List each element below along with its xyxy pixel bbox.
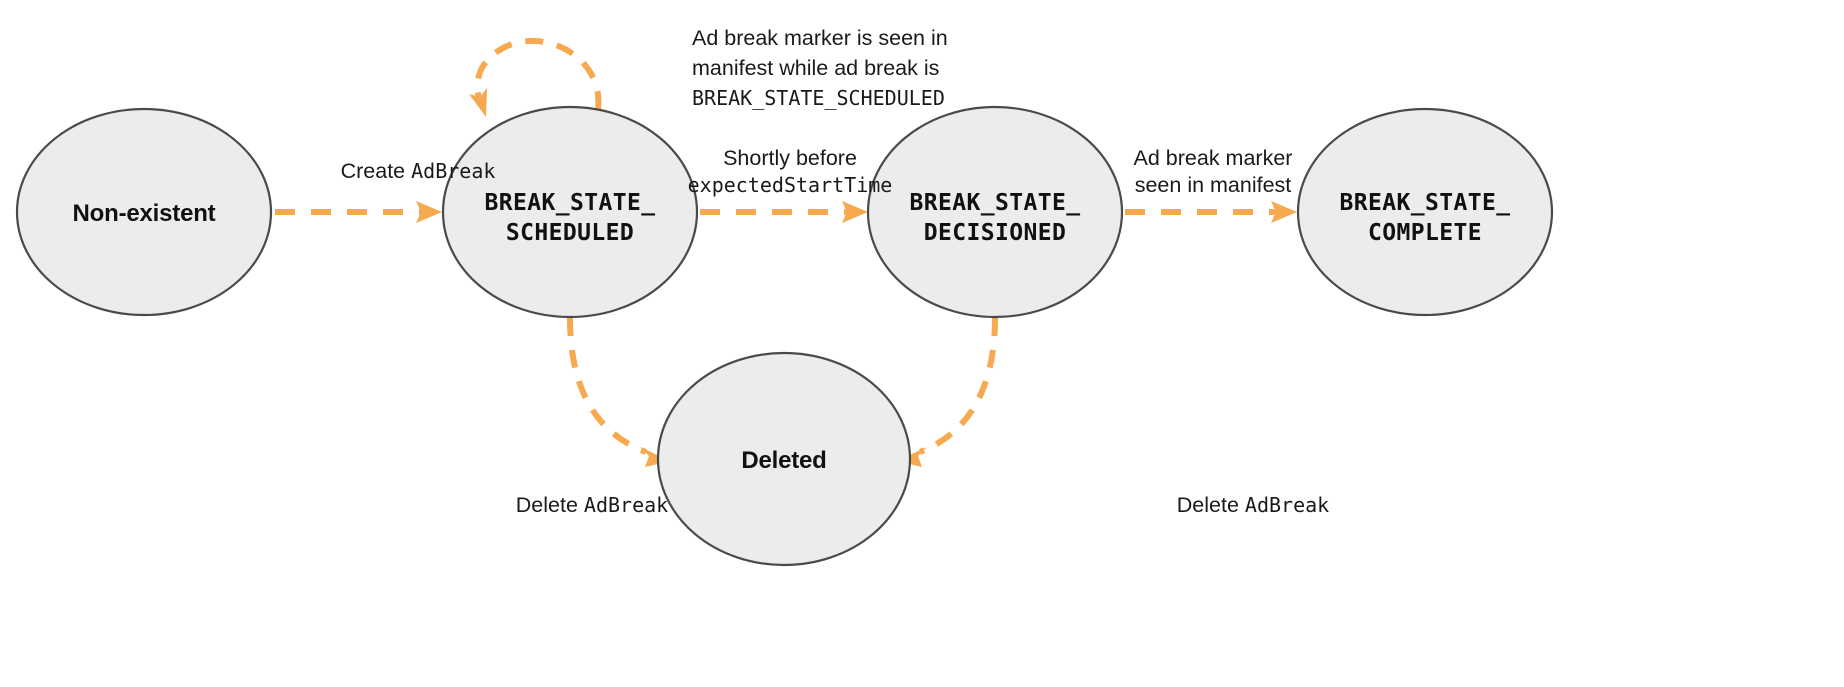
edge-label-marker-seen-line1: Ad break marker [1134,146,1293,170]
node-break-state-decisioned-shape[interactable] [866,105,1124,319]
edge-label-delete-right-mono: AdBreak [1245,493,1329,517]
edge-label-scheduled-to-decisioned: Shortly before expectedStartTime [688,146,893,197]
edge-label-delete-left-mono: AdBreak [584,493,668,517]
edge-label-decisioned-to-deleted: Delete AdBreak [1177,493,1329,517]
edge-label-self-loop-line1: Ad break marker is seen in [692,26,948,50]
node-break-state-decisioned-label-line2: DECISIONED [924,220,1066,246]
edge-scheduled-self-loop-arrowhead [469,88,487,117]
edge-decisioned-to-complete [1125,201,1297,223]
node-break-state-scheduled-label-line2: SCHEDULED [506,220,634,246]
edge-scheduled-to-decisioned-arrowhead [842,201,868,223]
node-non-existent[interactable]: Non-existent [15,107,273,317]
edge-label-scheduled-to-deleted: Delete AdBreak [516,493,668,517]
node-break-state-complete-label-line2: COMPLETE [1368,220,1482,246]
node-deleted-shape[interactable] [656,351,912,567]
edge-label-delete-left-prefix: Delete [516,493,584,517]
edge-create-adbreak-arrowhead [416,201,442,223]
node-break-state-scheduled-shape[interactable] [441,105,699,319]
edge-create-adbreak [275,201,442,223]
edge-decisioned-to-deleted [897,317,998,467]
node-break-state-complete-shape[interactable] [1296,107,1554,317]
edge-label-shortly-before-line1: Shortly before [723,146,857,170]
edge-label-decisioned-to-complete: Ad break marker seen in manifest [1134,146,1293,197]
edge-label-create-adbreak-prefix: Create [341,159,412,183]
node-non-existent-label: Non-existent [73,200,216,227]
edge-scheduled-self-loop-line [474,37,602,110]
edge-scheduled-to-deleted [567,317,670,467]
node-break-state-complete-label-line1: BREAK_STATE_ [1340,190,1511,216]
node-break-state-scheduled[interactable]: BREAK_STATE_ SCHEDULED [441,105,699,319]
node-break-state-scheduled-label-line1: BREAK_STATE_ [485,190,656,216]
edge-decisioned-to-deleted-line [918,317,998,455]
edge-label-scheduled-self-loop: Ad break marker is seen in manifest whil… [692,26,948,110]
edge-scheduled-to-decisioned [700,201,868,223]
node-break-state-complete[interactable]: BREAK_STATE_ COMPLETE [1296,107,1554,317]
edge-scheduled-to-deleted-line [567,317,648,455]
edge-label-shortly-before-line2: expectedStartTime [688,173,893,197]
edge-scheduled-self-loop [469,37,602,117]
edge-decisioned-to-complete-arrowhead [1271,201,1297,223]
edge-label-self-loop-line3: BREAK_STATE_SCHEDULED [692,86,945,110]
node-break-state-decisioned-label-line1: BREAK_STATE_ [910,190,1081,216]
edge-label-delete-right-prefix: Delete [1177,493,1245,517]
edge-label-self-loop-line2: manifest while ad break is [692,56,939,80]
node-break-state-decisioned[interactable]: BREAK_STATE_ DECISIONED [866,105,1124,319]
node-deleted[interactable]: Deleted [656,351,912,567]
node-deleted-label: Deleted [741,447,826,474]
edge-label-create-adbreak: Create AdBreak [341,159,496,183]
node-non-existent-shape[interactable] [15,107,273,317]
edge-label-marker-seen-line2: seen in manifest [1135,173,1292,197]
edge-label-create-adbreak-mono: AdBreak [411,159,495,183]
